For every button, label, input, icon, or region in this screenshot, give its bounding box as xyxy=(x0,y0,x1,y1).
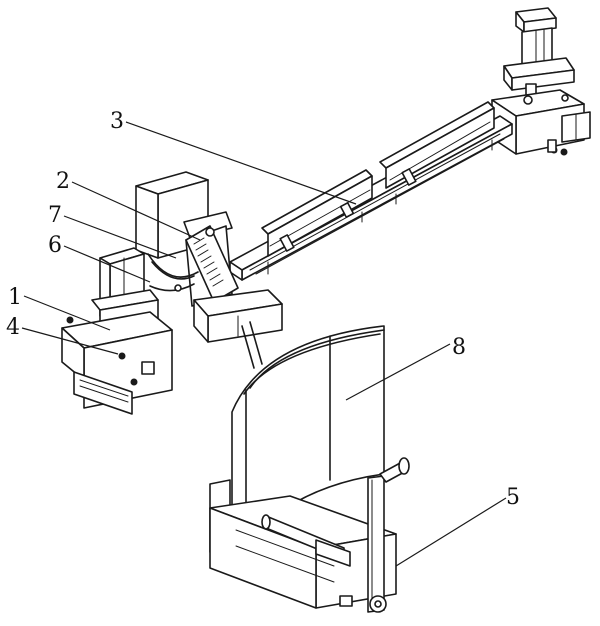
label-3: 3 xyxy=(110,109,124,134)
label-5: 5 xyxy=(506,485,520,510)
label-8: 8 xyxy=(452,335,466,360)
label-1: 1 xyxy=(8,285,22,310)
label-2: 2 xyxy=(56,169,70,194)
label-7: 7 xyxy=(48,203,62,228)
linear-rail-beam xyxy=(229,101,513,281)
vertical-cylinder-top-right xyxy=(503,7,575,105)
control-box xyxy=(61,247,173,415)
cart-frame xyxy=(209,475,397,613)
label-4: 4 xyxy=(6,315,20,340)
roller-shaft xyxy=(261,457,410,567)
label-6: 6 xyxy=(48,233,62,258)
clamp-head-assembly xyxy=(135,171,283,369)
leader-lines xyxy=(21,121,507,567)
rail-end-block xyxy=(491,89,591,156)
